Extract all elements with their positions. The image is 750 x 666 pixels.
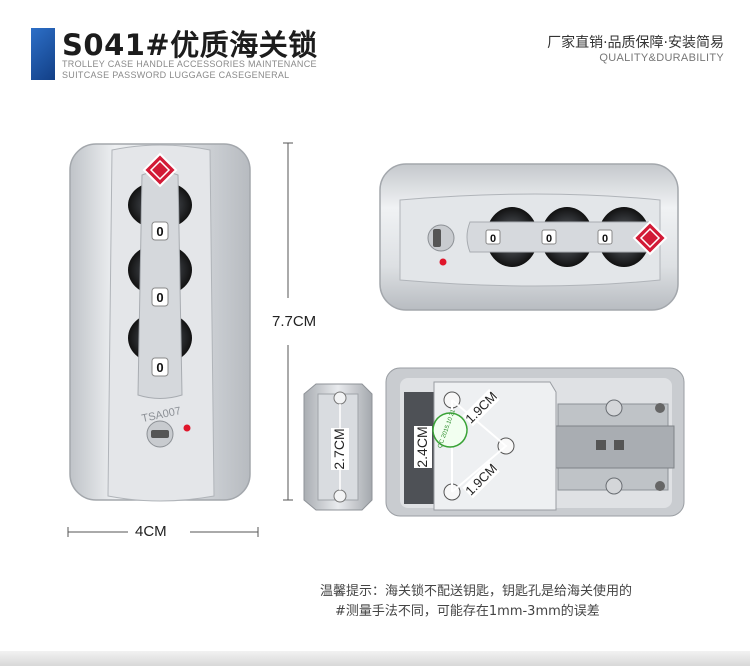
- header-subtitle-line1: TROLLEY CASE HANDLE ACCESSORIES MAINTENA…: [62, 59, 317, 69]
- dim-plate-label: 2.7CM: [331, 428, 349, 470]
- header-slogan: 厂家直销·品质保障·安装简易: [547, 35, 724, 51]
- h-dial-digit-3: 0: [602, 233, 608, 245]
- dim-height-label: 7.7CM: [272, 313, 317, 330]
- qc-stamp: QC 2015.10 21: [432, 408, 468, 449]
- tip-note-line2: #测量手法不同，可能存在1mm-3mm的误差: [335, 604, 600, 619]
- indicator-dot: [183, 424, 191, 432]
- dim-back-b-label: 2.4CM: [414, 426, 432, 468]
- lock-front-vertical: 0 0 0 TSA007: [69, 143, 251, 502]
- page-title: S041#优质海关锁: [62, 28, 318, 62]
- tsa-logo-icon-horizontal: [632, 220, 668, 256]
- dimension-lines: [67, 142, 293, 537]
- lock-front-horizontal: 0 0 0: [379, 163, 679, 311]
- dial-digit-1: 0: [156, 224, 163, 239]
- dial-digit-3: 0: [156, 360, 163, 375]
- h-dial-digit-1: 0: [490, 233, 496, 245]
- tip-note-line1: 温馨提示：海关锁不配送钥匙，钥匙孔是给海关使用的: [320, 584, 633, 599]
- header-quality-tag: QUALITY&DURABILITY: [599, 52, 724, 64]
- tsa-logo-icon: [142, 152, 178, 188]
- dial-digit-2: 0: [156, 290, 163, 305]
- dim-width-label: 4CM: [135, 523, 167, 540]
- h-dial-digit-2: 0: [546, 233, 552, 245]
- header-subtitle-line2: SUITCASE PASSWORD LUGGAGE CASEGENERAL: [62, 70, 290, 80]
- header-accent-bar: [31, 28, 55, 80]
- bottom-divider: [0, 651, 750, 666]
